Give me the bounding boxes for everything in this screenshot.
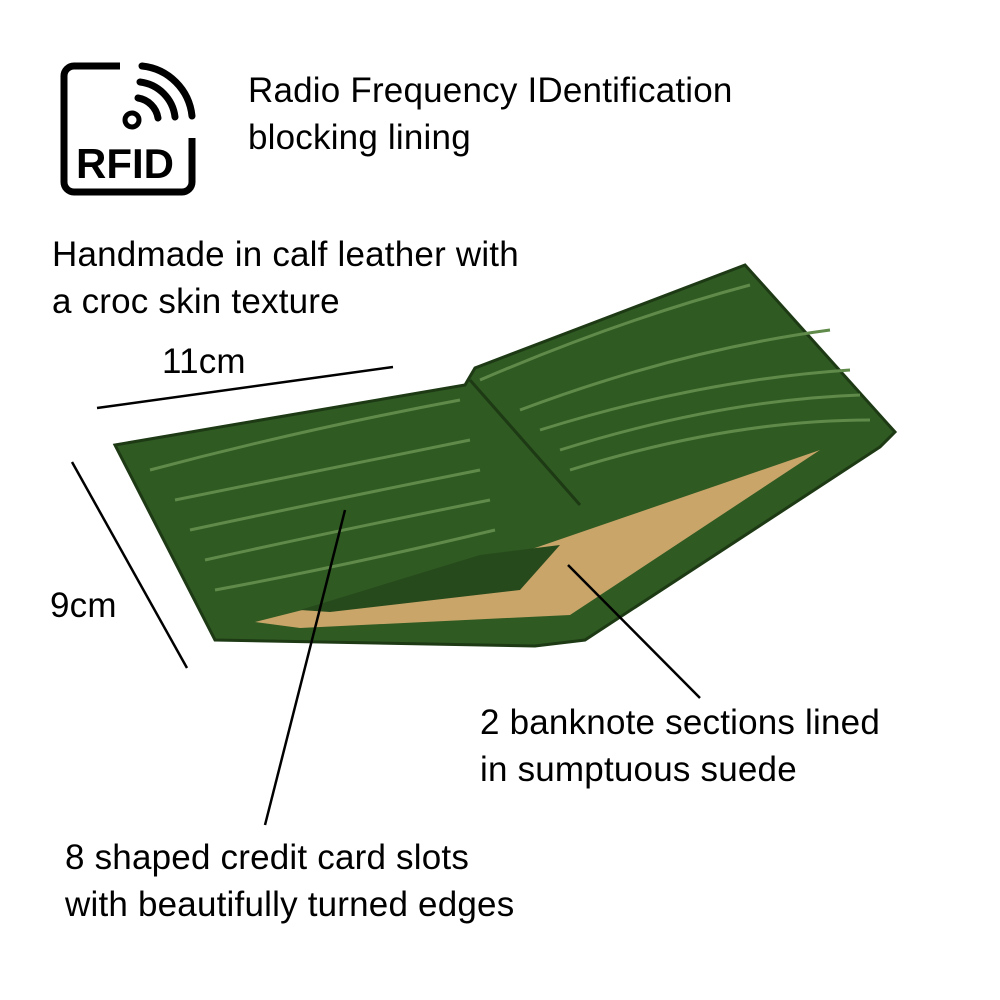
cards-line2: with beautifully turned edges (65, 885, 515, 924)
material-line1: Handmade in calf leather with (52, 235, 519, 274)
rfid-icon-label: RFID (76, 140, 174, 187)
banknote-line2: in sumptuous suede (480, 750, 797, 789)
wallet-image (112, 263, 898, 648)
banknote-line1: 2 banknote sections lined (480, 703, 880, 742)
banknote-pointer-line (567, 564, 701, 699)
rfid-line1: Radio Frequency IDentification (248, 71, 733, 110)
height-dimension-line (70, 461, 189, 669)
rfid-icon: RFID (60, 62, 196, 196)
height-label: 9cm (50, 586, 117, 625)
width-label: 11cm (162, 342, 246, 381)
rfid-line2: blocking lining (248, 118, 471, 157)
cards-pointer-line (263, 509, 347, 826)
material-line2: a croc skin texture (52, 282, 340, 321)
width-dimension-line (96, 365, 394, 410)
cards-line1: 8 shaped credit card slots (65, 838, 470, 877)
